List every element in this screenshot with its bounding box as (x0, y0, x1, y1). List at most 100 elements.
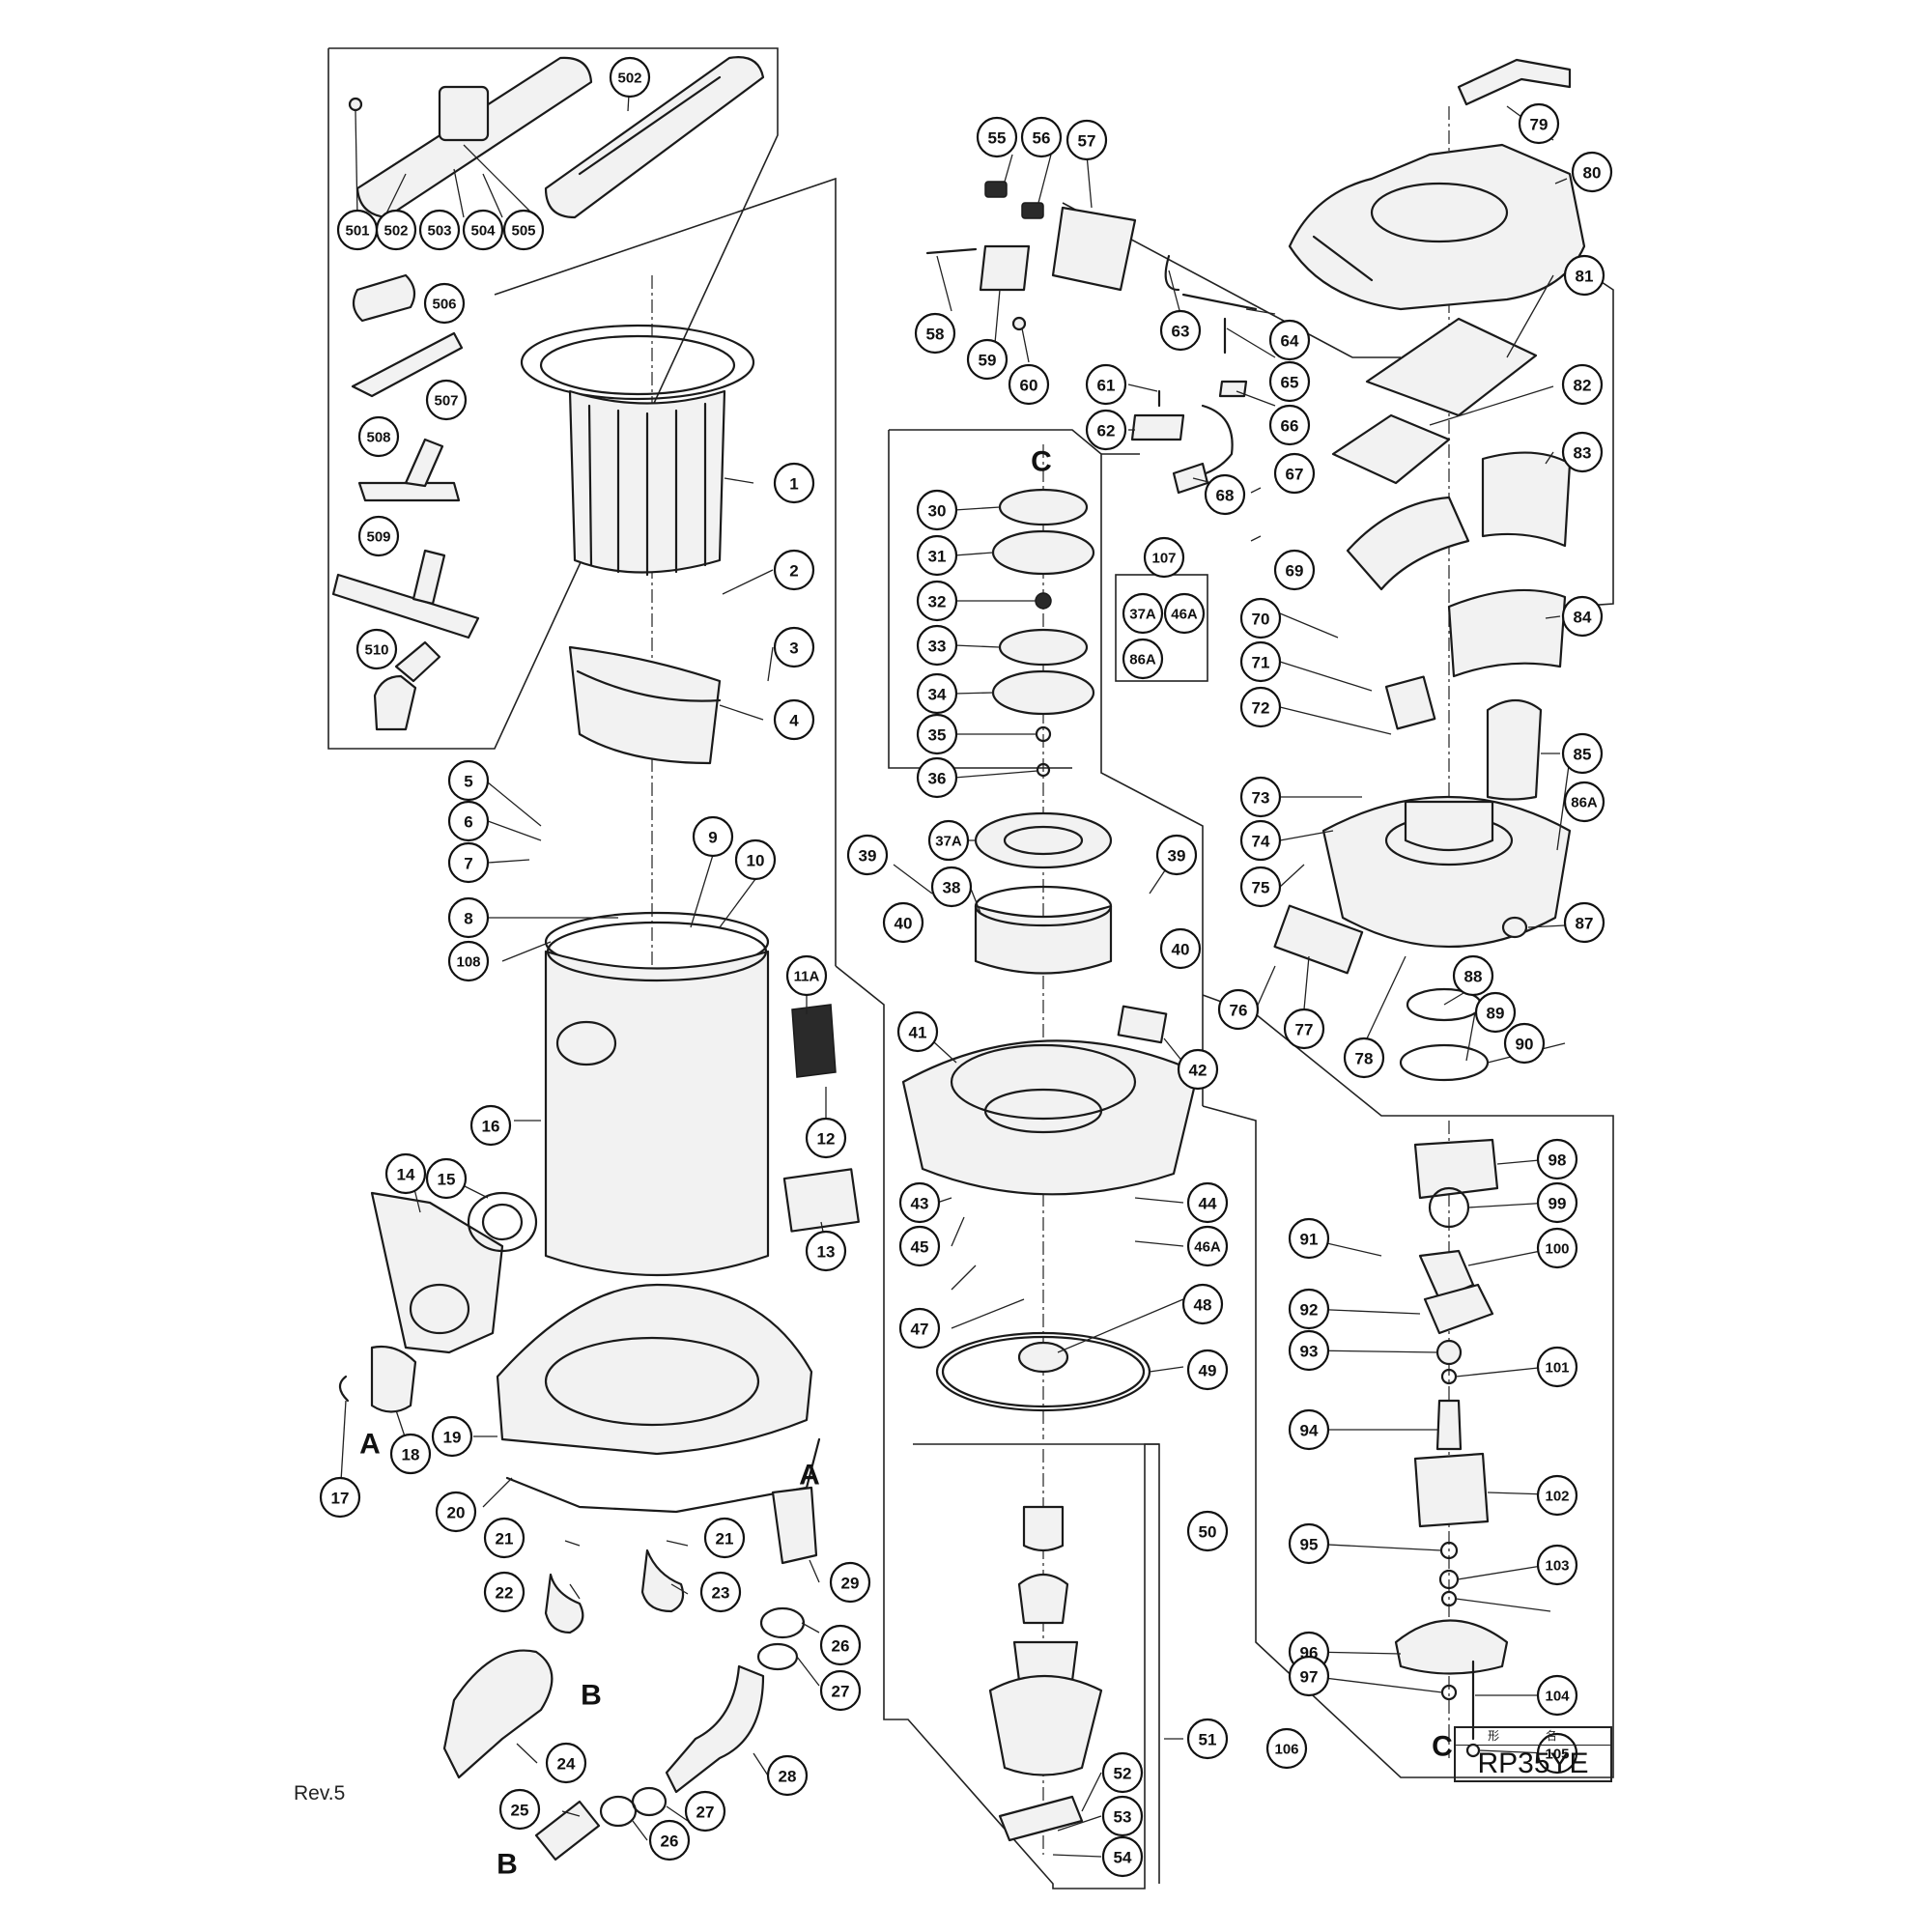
callout-41: 41 (896, 1010, 939, 1053)
ref-letter-C: C (1031, 446, 1052, 478)
callout-503: 503 (418, 209, 461, 251)
callout-58: 58 (914, 312, 956, 355)
svg-text:62: 62 (1097, 422, 1116, 440)
callout-27: 27 (684, 1790, 726, 1833)
svg-text:43: 43 (911, 1195, 929, 1213)
svg-text:504: 504 (470, 223, 496, 240)
svg-text:102: 102 (1545, 1489, 1569, 1505)
electrical-parts (925, 181, 1258, 495)
svg-text:11A: 11A (794, 969, 820, 985)
callout-19: 19 (431, 1415, 473, 1458)
callout-505: 505 (502, 209, 545, 251)
callout-7: 7 (447, 841, 490, 884)
callout-83: 83 (1561, 431, 1604, 473)
svg-text:46A: 46A (1171, 607, 1198, 623)
svg-text:63: 63 (1172, 323, 1190, 341)
svg-text:27: 27 (696, 1804, 715, 1822)
svg-text:78: 78 (1355, 1050, 1374, 1068)
callout-90: 90 (1503, 1022, 1546, 1065)
callout-39: 39 (1155, 834, 1198, 876)
callout-2: 2 (773, 549, 815, 591)
callout-59: 59 (966, 338, 1009, 381)
callout-18: 18 (389, 1433, 432, 1475)
callout-34: 34 (916, 672, 958, 715)
svg-text:505: 505 (511, 223, 535, 240)
svg-text:2: 2 (789, 562, 798, 581)
svg-text:34: 34 (928, 686, 947, 704)
svg-text:20: 20 (447, 1504, 466, 1522)
callout-38: 38 (930, 866, 973, 908)
callout-106: 106 (1265, 1727, 1308, 1770)
callout-102: 102 (1536, 1474, 1578, 1517)
callout-17: 17 (319, 1476, 361, 1519)
svg-text:69: 69 (1286, 562, 1304, 581)
callout-37A: 37A (1122, 592, 1164, 635)
svg-text:54: 54 (1114, 1849, 1132, 1867)
callout-93: 93 (1288, 1329, 1330, 1372)
svg-text:9: 9 (708, 829, 717, 847)
svg-text:71: 71 (1252, 654, 1270, 672)
svg-text:41: 41 (909, 1024, 927, 1042)
callout-3: 3 (773, 626, 815, 668)
svg-text:22: 22 (496, 1584, 514, 1603)
svg-text:502: 502 (617, 71, 641, 87)
svg-text:37A: 37A (935, 834, 962, 850)
callout-508: 508 (357, 415, 400, 458)
callout-61: 61 (1085, 363, 1127, 406)
model-name-box: 形 名 RP35YE (1454, 1726, 1612, 1782)
svg-text:86A: 86A (1129, 652, 1156, 668)
callout-68: 68 (1204, 473, 1246, 516)
svg-text:40: 40 (895, 915, 913, 933)
svg-text:503: 503 (427, 223, 451, 240)
callout-501: 501 (336, 209, 379, 251)
svg-text:72: 72 (1252, 699, 1270, 718)
svg-text:100: 100 (1545, 1241, 1569, 1258)
callout-54: 54 (1101, 1835, 1144, 1878)
svg-text:17: 17 (331, 1490, 350, 1508)
svg-text:85: 85 (1574, 746, 1592, 764)
callout-35: 35 (916, 713, 958, 755)
svg-text:509: 509 (366, 529, 390, 546)
callout-13: 13 (805, 1230, 847, 1272)
center-parts (901, 488, 1200, 1842)
svg-text:77: 77 (1295, 1021, 1314, 1039)
svg-text:49: 49 (1199, 1362, 1217, 1380)
svg-text:104: 104 (1545, 1689, 1570, 1705)
svg-text:48: 48 (1194, 1296, 1212, 1315)
svg-text:5: 5 (464, 773, 472, 791)
callout-26: 26 (648, 1819, 691, 1861)
svg-text:38: 38 (943, 879, 961, 897)
callout-108: 108 (447, 940, 490, 982)
callout-25: 25 (498, 1788, 541, 1831)
callout-67: 67 (1273, 452, 1316, 495)
callout-74: 74 (1239, 819, 1282, 862)
svg-text:93: 93 (1300, 1343, 1319, 1361)
callout-94: 94 (1288, 1408, 1330, 1451)
svg-text:105: 105 (1545, 1747, 1569, 1763)
svg-text:79: 79 (1530, 116, 1548, 134)
svg-text:76: 76 (1230, 1002, 1248, 1020)
ref-letter-C: C (1432, 1731, 1453, 1763)
cover-parts (1273, 58, 1586, 1082)
svg-text:82: 82 (1574, 377, 1592, 395)
svg-text:60: 60 (1020, 377, 1038, 395)
model-header: 形 名 (1456, 1728, 1610, 1746)
callout-55: 55 (976, 116, 1018, 158)
callout-47: 47 (898, 1307, 941, 1350)
callout-73: 73 (1239, 776, 1282, 818)
svg-text:97: 97 (1300, 1668, 1319, 1687)
callout-1: 1 (773, 462, 815, 504)
callout-502: 502 (609, 56, 651, 99)
callout-69: 69 (1273, 549, 1316, 591)
callout-107: 107 (1143, 536, 1185, 579)
tank-parts (338, 324, 860, 1861)
svg-text:39: 39 (1168, 847, 1186, 866)
svg-text:86A: 86A (1571, 795, 1598, 811)
callout-510: 510 (355, 628, 398, 670)
callout-22: 22 (483, 1571, 526, 1613)
svg-text:59: 59 (979, 352, 997, 370)
callout-37A: 37A (927, 819, 970, 862)
svg-text:15: 15 (438, 1171, 456, 1189)
svg-text:103: 103 (1545, 1558, 1569, 1575)
